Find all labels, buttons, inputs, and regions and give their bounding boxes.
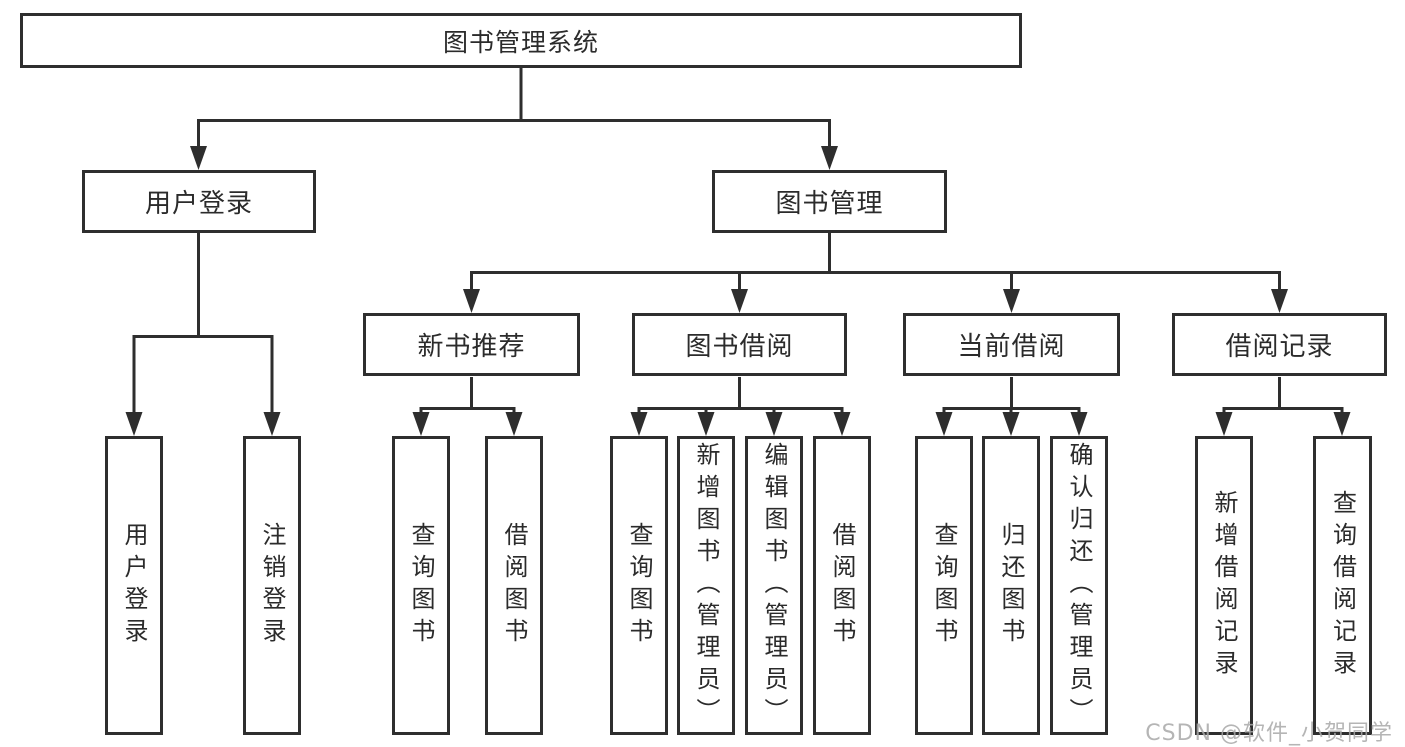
- node-label: 借阅记录: [1225, 332, 1334, 362]
- node-new-book-recommendation: 新书推荐: [363, 313, 580, 376]
- leaf-edit-books-admin: 编辑图书（管理员）: [745, 436, 803, 735]
- leaf-label: 查询图书: [930, 521, 958, 650]
- node-label: 图书管理: [775, 189, 884, 219]
- leaf-label: 注销登录: [258, 521, 286, 650]
- leaf-label: 新增借阅记录: [1210, 489, 1238, 682]
- node-label: 当前借阅: [957, 332, 1066, 362]
- leaf-return-books: 归还图书: [982, 436, 1040, 735]
- node-borrowing-records: 借阅记录: [1172, 313, 1387, 376]
- leaf-label: 用户登录: [120, 521, 148, 650]
- leaf-label: 查询图书: [407, 521, 435, 650]
- leaf-label: 编辑图书（管理员）: [760, 441, 788, 730]
- node-current-borrowing: 当前借阅: [903, 313, 1120, 376]
- node-label: 图书管理系统: [442, 27, 599, 57]
- leaf-user-login: 用户登录: [105, 436, 163, 735]
- leaf-label: 借阅图书: [828, 521, 856, 650]
- node-label: 新书推荐: [417, 332, 526, 362]
- node-book-management: 图书管理: [712, 170, 947, 233]
- node-user-login: 用户登录: [82, 170, 316, 233]
- leaf-label: 借阅图书: [500, 521, 528, 650]
- leaf-label: 查询图书: [625, 521, 653, 650]
- leaf-add-books-admin: 新增图书（管理员）: [677, 436, 735, 735]
- leaf-borrow-books-recommend: 借阅图书: [485, 436, 543, 735]
- node-library-management-system: 图书管理系统: [20, 13, 1022, 68]
- leaf-label: 确认归还（管理员）: [1065, 441, 1093, 730]
- leaf-label: 归还图书: [997, 521, 1025, 650]
- node-label: 图书借阅: [685, 332, 794, 362]
- leaf-borrow-books-borrowing: 借阅图书: [813, 436, 871, 735]
- leaf-query-books-borrowing: 查询图书: [610, 436, 668, 735]
- leaf-confirm-return-admin: 确认归还（管理员）: [1050, 436, 1108, 735]
- leaf-label: 新增图书（管理员）: [692, 441, 720, 730]
- leaf-query-books-current: 查询图书: [915, 436, 973, 735]
- watermark: CSDN @软件_小贺同学: [1145, 721, 1393, 746]
- node-book-borrowing: 图书借阅: [632, 313, 847, 376]
- leaf-query-books-recommend: 查询图书: [392, 436, 450, 735]
- leaf-query-borrow-record: 查询借阅记录: [1313, 436, 1372, 735]
- node-label: 用户登录: [144, 189, 253, 219]
- leaf-add-borrow-record: 新增借阅记录: [1195, 436, 1253, 735]
- leaf-label: 查询借阅记录: [1328, 489, 1357, 682]
- leaf-logout: 注销登录: [243, 436, 301, 735]
